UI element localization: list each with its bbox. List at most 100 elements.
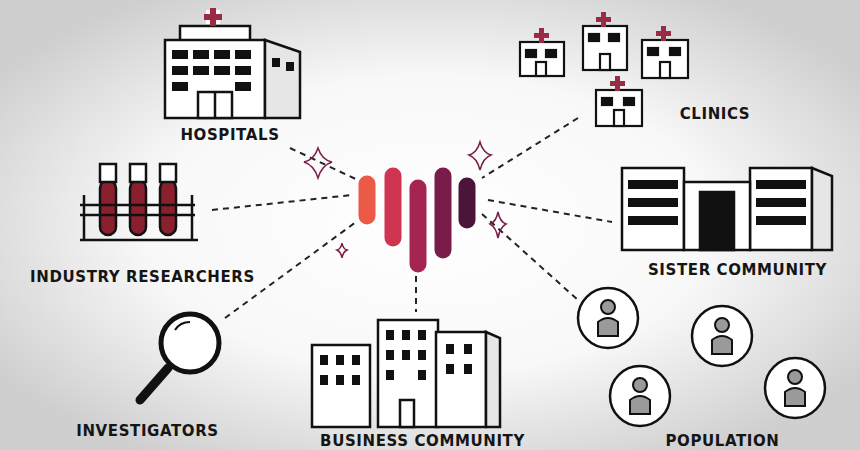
window-band [756,216,806,225]
node-label: BUSINESS COMMUNITY [320,432,525,450]
stakeholder-node: INDUSTRY RESEARCHERS [5,262,280,286]
test-tubes-icon [80,164,198,240]
rack-bar [80,204,195,207]
node-label: INDUSTRY RESEARCHERS [30,268,255,286]
person-body [785,388,805,406]
person-head [715,318,729,332]
hospital-door [198,92,232,118]
window [172,66,188,75]
sparkle [337,243,347,258]
window [446,364,454,374]
red-cross [656,26,671,41]
logo-bar [435,176,452,250]
door [614,110,624,126]
windows [628,180,806,225]
clinics-icon [520,12,688,126]
leader-line [212,195,352,210]
window [418,330,426,340]
window [235,66,251,75]
window [272,58,280,67]
person-figures [598,300,805,414]
stakeholder-node: SISTER COMMUNITY [625,255,850,279]
person-circle [765,358,825,418]
clinic-building [596,90,642,126]
leader-line [482,118,578,178]
door [536,62,546,76]
sparkle [490,212,506,238]
door [600,54,610,70]
building [436,332,486,427]
window [193,50,209,59]
window [402,330,410,340]
window [670,48,680,55]
window [386,330,394,340]
building [378,320,438,427]
window [352,355,360,365]
red-cross [534,28,549,43]
stakeholder-node: BUSINESS COMMUNITY [295,428,550,450]
window [172,82,188,91]
lens-glint [175,322,190,330]
window [648,48,658,55]
person-head [601,300,615,314]
window [464,344,472,354]
tube-top [100,164,116,182]
window [214,50,230,59]
tube-liquid [160,180,176,235]
magnifier-lens [161,314,219,372]
sparkles [304,142,506,258]
window [609,34,619,41]
logo-bar [359,184,376,216]
hospital-body [165,40,265,118]
leader-lines [212,118,612,318]
door [400,400,414,427]
stakeholder-node: CLINICS [645,99,785,123]
building-door [700,192,734,250]
door-line [214,92,217,118]
stakeholder-node: INVESTIGATORS [50,416,245,440]
window [464,364,472,374]
windows [172,50,294,91]
window [418,370,426,380]
leader-line [290,148,362,182]
windows [320,330,472,385]
rack-leg [191,195,194,240]
logo-bar [385,176,402,238]
logo-bar [459,186,476,220]
window-band [628,180,678,189]
sparkle [304,148,332,178]
node-label: INVESTIGATORS [76,422,219,440]
clinic-building [520,42,564,76]
window-band [628,198,678,207]
window [214,66,230,75]
door [660,62,670,78]
window-band [756,180,806,189]
person-body [598,318,618,336]
clinic-building [583,26,627,70]
red-cross [610,76,625,91]
person-body [712,336,732,354]
window [286,62,294,71]
building-center [684,182,750,250]
tube-top [160,164,176,182]
window [386,370,394,380]
tube-liquid [100,180,116,235]
clinic-building [642,40,688,78]
window [589,34,599,41]
tube-top [130,164,146,182]
sister-building-icon [622,168,832,250]
leader-line [482,214,578,300]
window [526,50,536,57]
red-cross [596,12,611,27]
window [193,66,209,75]
building-wing [750,168,812,250]
window [235,50,251,59]
person-circle [578,288,638,348]
building [312,345,370,427]
window [402,350,410,360]
window [418,350,426,360]
hub-logo [367,176,467,264]
